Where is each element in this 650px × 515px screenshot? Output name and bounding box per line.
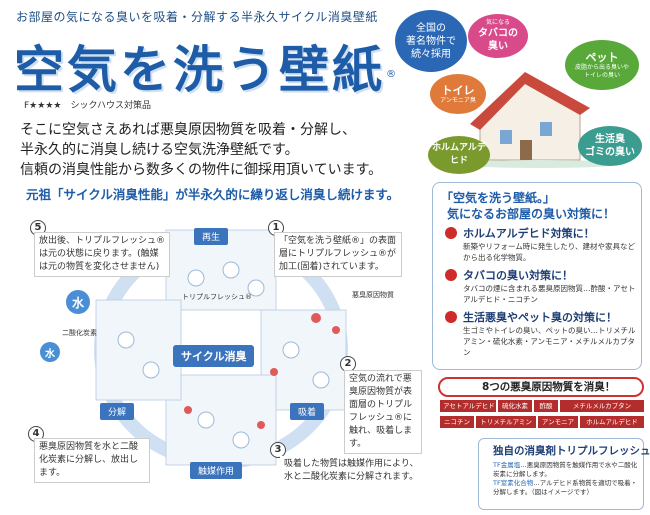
tagline: お部屋の気になる臭いを吸着・分解する半永久サイクル消臭壁紙: [16, 10, 378, 24]
water-drop-small-icon: 水: [40, 342, 60, 362]
panel-item-3-head: 生活悪臭やペット臭の対策に！: [463, 311, 617, 324]
substance-chip: ニコチン: [440, 416, 474, 428]
phase-catalyst: 触媒作用: [190, 462, 243, 479]
substance-chip: アセトアルデヒド: [440, 400, 496, 412]
panel-title-line-1: 「空気を洗う壁紙。」: [441, 191, 556, 205]
registered-mark: ®: [386, 69, 396, 80]
intro-line-2: 半永久的に消臭し続ける空気洗浄壁紙です。: [20, 142, 299, 158]
life-smell-bubble: 生活臭 ゴミの臭い: [578, 126, 642, 166]
cycle-ring: [94, 229, 348, 469]
substance-chip: 硫化水素: [498, 400, 532, 412]
triple-fresh-box: 独自の消臭剤トリプルフレッシュ®！ TF金属塩…悪臭原因物質を触媒作用で水や二酸…: [478, 438, 650, 510]
step-5-text: 放出後、トリプルフレッシュ®は元の状態に戻ります。(触媒は元の物質を変化させませ…: [34, 232, 170, 277]
intro-line-3: 信頼の消臭性能から数多くの物件に御採用頂いています。: [20, 162, 383, 178]
adoption-badge: 全国の 著名物件で 続々採用: [395, 10, 467, 72]
substance-chip: 酢酸: [534, 400, 558, 412]
badge-line-1: 全国の: [416, 22, 446, 34]
toilet-bubble-label: トイレ: [441, 83, 475, 97]
intro-text: そこに空気さえあれば悪臭原因物質を吸着・分解し、 半永久的に消臭し続ける空気洗浄…: [20, 120, 440, 180]
pet-bubble-small: 皮脂から出る臭いや トイレの臭い: [574, 63, 629, 79]
water-drop-icon: 水: [66, 290, 90, 314]
phase-adsorb: 吸着: [290, 403, 325, 420]
substance-chip: トリメチルアミン: [476, 416, 536, 428]
formaldehyde-smell-bubble: ホルムアルデヒド: [428, 136, 490, 174]
substance-chip: アンモニア: [538, 416, 578, 428]
life-bubble-label: 生活臭 ゴミの臭い: [585, 134, 635, 158]
cycle-center-label: サイクル消臭: [173, 345, 255, 367]
substance-chip: メチルメルカプタン: [560, 400, 644, 412]
phase-regen: 再生: [194, 228, 229, 245]
panel-item-2-head: タバコの臭い対策に！: [463, 269, 573, 282]
step-3-text: 吸着した物質は触媒作用により、水と二酸化炭素に分解されます。: [280, 456, 430, 486]
tobacco-bubble-label: タバコの 臭い: [478, 28, 518, 52]
fresh-line-2-key: TF窒素化合物: [493, 479, 534, 487]
substance-chip: ホルムアルデヒド: [580, 416, 644, 428]
badge-line-2: 著名物件で: [406, 35, 456, 47]
bullet-icon: [445, 269, 457, 281]
toilet-bubble-small: アンモニア臭: [440, 96, 476, 104]
intro-line-1: そこに空気さえあれば悪臭原因物質を吸着・分解し、: [20, 122, 356, 138]
pet-smell-bubble: ペット 皮脂から出る臭いや トイレの臭い: [565, 40, 639, 90]
cycle-diagram: サイクル消臭 再生 吸着 分解 触媒作用 トリプルフレッシュ® 悪臭原因物質 水…: [16, 200, 438, 510]
triple-fresh-label: トリプルフレッシュ®: [182, 293, 252, 301]
panel-title-line-2: 気になるお部屋の臭い対策に！: [447, 207, 616, 221]
odor-solutions-panel: 「空気を洗う壁紙。」 気になるお部屋の臭い対策に！ ホルムアルデヒド対策に！ 新…: [432, 182, 642, 370]
fresh-line-1: …悪臭原因物質を触媒作用で水や二酸化炭素に分解します。: [493, 461, 638, 478]
formaldehyde-bubble-label: ホルムアルデヒド: [432, 143, 486, 166]
house-illustration: [460, 72, 620, 168]
pet-bubble-label: ペット: [585, 50, 619, 64]
toilet-smell-bubble: トイレ アンモニア臭: [430, 74, 486, 114]
step-2-text: 空気の流れで悪臭原因物質が表面層のトリプルフレッシュ®に触れ、吸着します。: [344, 370, 422, 454]
triple-fresh-description: TF金属塩…悪臭原因物質を触媒作用で水や二酸化炭素に分解します。 TF窒素化合物…: [493, 461, 643, 497]
badge-line-3: 続々採用: [411, 48, 451, 60]
bullet-icon: [445, 227, 457, 239]
fresh-line-2: …アルデヒド系物質を適切で吸着・分解します。（図はイメージです）: [493, 479, 638, 496]
phase-decompose: 分解: [100, 403, 135, 420]
triple-fresh-title: 独自の消臭剤トリプルフレッシュ®！: [493, 445, 650, 457]
bullet-icon: [445, 311, 457, 323]
eight-substances-title: 8つの悪臭原因物質を消臭！: [438, 377, 644, 397]
panel-item-1-body: 新築やリフォーム時に発生したり、建材や家具などから出る化学物質。: [463, 242, 635, 262]
product-title: 空気を洗う壁紙: [14, 41, 385, 99]
panel-item-1-head: ホルムアルデヒド対策に！: [463, 227, 595, 240]
panel-item-2-body: タバコの煙に含まれる悪臭原因物質…酢酸・アセトアルデヒド・ニコチン: [463, 284, 636, 304]
co2-label: 二酸化炭素: [62, 329, 97, 337]
water-label-small: 水: [45, 348, 55, 360]
cycle-headline: 元祖「サイクル消臭性能」が半永久的に繰り返し消臭し続けます。: [26, 187, 400, 202]
panel-item-3-body: 生ゴミやトイレの臭い、ペットの臭い…トリメチルアミン・硫化水素・アンモニア・メチ…: [463, 326, 636, 357]
step-1-text: 「空気を洗う壁紙®」の表面層にトリプルフレッシュ®が加工(固着)されています。: [274, 232, 402, 277]
step-4-text: 悪臭原因物質を水と二酸化炭素に分解し、放出します。: [34, 438, 150, 483]
tobacco-bubble-small: 気になる: [485, 19, 510, 26]
certification-text: F★★★★ シックハウス対策品: [24, 101, 152, 111]
water-label: 水: [71, 295, 84, 310]
malodor-label: 悪臭原因物質: [352, 291, 394, 299]
step-3-number: 3: [270, 442, 286, 458]
tobacco-smell-bubble: 気になる タバコの 臭い: [468, 14, 528, 58]
fresh-line-1-key: TF金属塩: [493, 461, 521, 469]
